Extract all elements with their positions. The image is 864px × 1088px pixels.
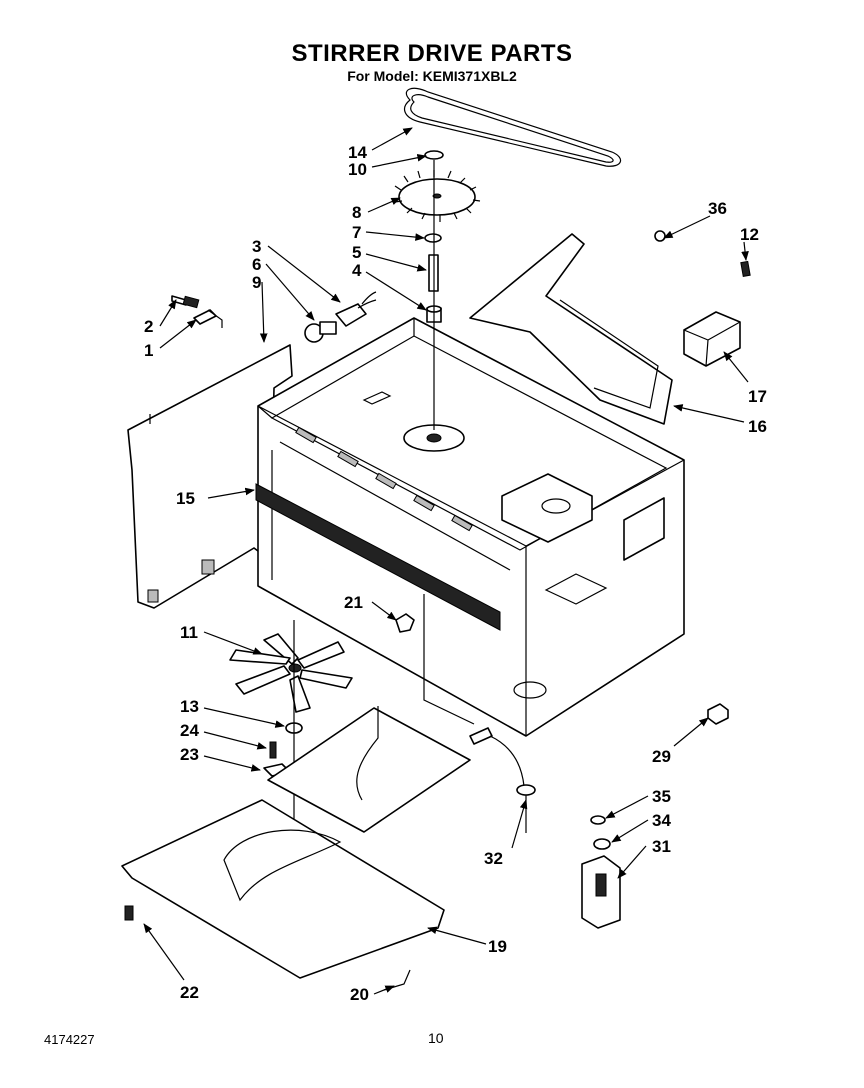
callout-leaders xyxy=(143,127,749,995)
callout-3: 3 xyxy=(252,237,261,256)
clip-20 xyxy=(383,969,411,991)
callout-10: 10 xyxy=(348,160,367,179)
oven-cavity xyxy=(257,317,685,737)
callout-19: 19 xyxy=(488,937,507,956)
lower-duct xyxy=(267,706,471,833)
choke-strip xyxy=(255,483,501,631)
callout-16: 16 xyxy=(748,417,767,436)
top-air-duct xyxy=(469,233,673,425)
callout-32: 32 xyxy=(484,849,503,868)
thermal-cutoff xyxy=(423,594,536,833)
callout-23: 23 xyxy=(180,745,199,764)
callout-5: 5 xyxy=(352,243,361,262)
lamp-and-socket xyxy=(304,291,377,343)
retainer-washer xyxy=(424,150,444,160)
bottom-plate xyxy=(121,799,445,979)
screw-12 xyxy=(740,260,751,277)
callout-29: 29 xyxy=(652,747,671,766)
stirrer-pulley xyxy=(394,170,481,222)
callout-22: 22 xyxy=(180,983,199,1002)
callout-9: 9 xyxy=(252,273,261,292)
callout-14: 14 xyxy=(348,143,367,162)
callout-35: 35 xyxy=(652,787,671,806)
callout-11: 11 xyxy=(180,623,198,642)
page-number: 10 xyxy=(428,1030,444,1046)
callout-6: 6 xyxy=(252,255,261,274)
callout-15: 15 xyxy=(176,489,195,508)
callout-labels: 14 10 8 7 5 4 3 6 9 2 1 36 12 17 16 15 2… xyxy=(144,143,767,1004)
screw-22 xyxy=(124,905,134,921)
model-subtitle: For Model: KEMI371XBL2 xyxy=(347,68,517,84)
callout-8: 8 xyxy=(352,203,361,222)
washer xyxy=(424,233,442,243)
callout-36: 36 xyxy=(708,199,727,218)
clip-29 xyxy=(707,703,729,725)
drive-belt xyxy=(403,87,622,167)
callout-20: 20 xyxy=(350,985,369,1004)
callout-24: 24 xyxy=(180,721,199,740)
cabinet-side-panel xyxy=(127,344,293,609)
callout-17: 17 xyxy=(748,387,767,406)
callout-12: 12 xyxy=(740,225,759,244)
page-title: STIRRER DRIVE PARTS xyxy=(291,40,573,67)
callout-7: 7 xyxy=(352,223,361,242)
clip xyxy=(395,613,415,633)
switch-assembly xyxy=(581,815,621,929)
callout-31: 31 xyxy=(652,837,671,856)
document-number: 4174227 xyxy=(44,1032,95,1047)
callout-34: 34 xyxy=(652,811,671,830)
screw-and-bracket xyxy=(171,295,223,328)
screw-36 xyxy=(654,230,666,242)
callout-13: 13 xyxy=(180,697,199,716)
callout-1: 1 xyxy=(144,341,153,360)
callout-2: 2 xyxy=(144,317,153,336)
drive-screw xyxy=(269,741,277,759)
stirrer-fan-blade xyxy=(229,633,353,713)
callout-21: 21 xyxy=(344,593,363,612)
foam-block xyxy=(683,311,741,367)
callout-4: 4 xyxy=(352,261,362,280)
